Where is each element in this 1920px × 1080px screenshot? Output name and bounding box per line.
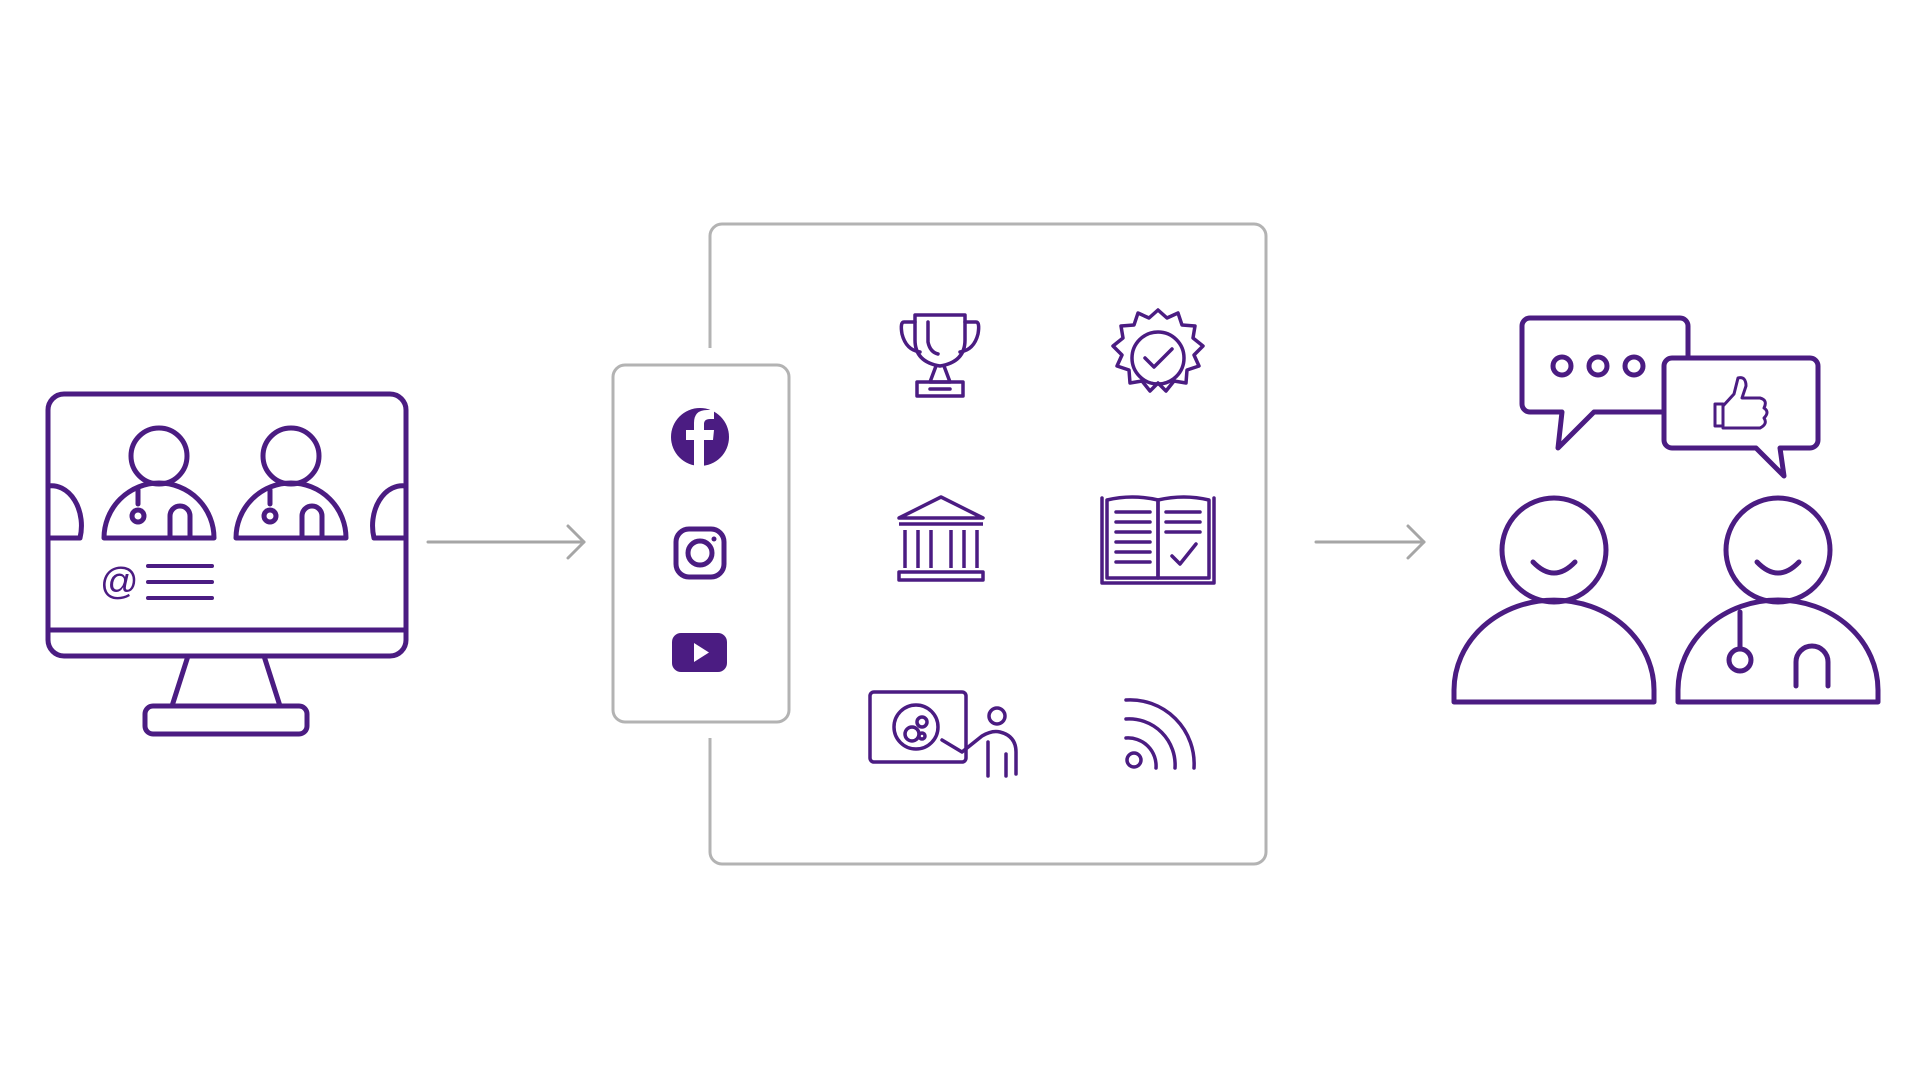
rss-feed-icon xyxy=(1124,698,1196,770)
monitor-stand xyxy=(169,653,283,709)
smiling-person-icon xyxy=(1451,495,1657,705)
chat-bubble-icon xyxy=(1519,315,1691,451)
email-lines xyxy=(146,564,214,600)
trophy-icon xyxy=(899,313,981,398)
thumbs-up-bubble-icon xyxy=(1661,355,1821,479)
youtube-icon[interactable] xyxy=(672,633,727,672)
instagram-icon[interactable] xyxy=(673,526,727,580)
presentation-icon xyxy=(868,690,1018,778)
flow-arrow-2 xyxy=(1314,524,1426,560)
certified-badge-icon xyxy=(1111,308,1205,393)
facebook-icon[interactable] xyxy=(671,408,729,466)
doctor-avatar-icon xyxy=(101,425,217,541)
monitor-screen xyxy=(45,391,409,659)
doctor-avatar-icon xyxy=(233,425,349,541)
partial-figure-left xyxy=(45,483,84,541)
monitor-icon xyxy=(45,391,409,737)
institution-icon xyxy=(897,495,985,582)
monitor-base xyxy=(142,703,310,737)
partial-figure-right xyxy=(370,483,409,541)
smiling-doctor-icon xyxy=(1675,495,1881,705)
open-book-icon xyxy=(1100,495,1216,585)
channels-panel-frame xyxy=(708,222,1268,866)
at-sign-icon: @ xyxy=(100,561,139,603)
flow-arrow-1 xyxy=(426,524,586,560)
